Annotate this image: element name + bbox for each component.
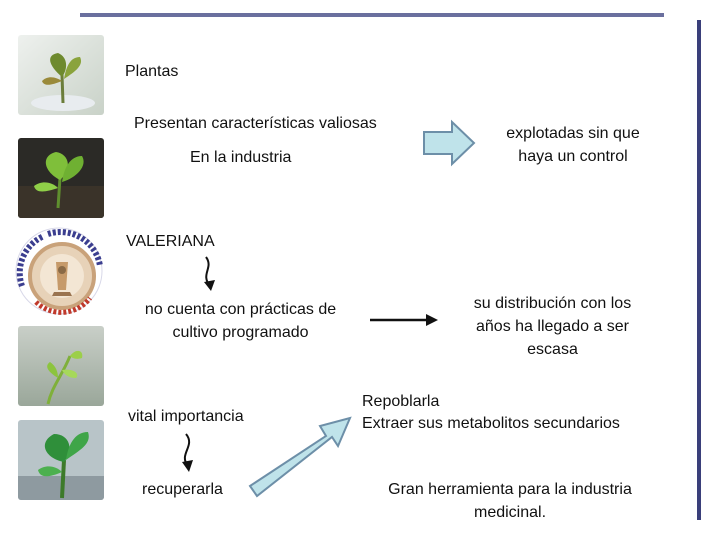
text-vital-importance: vital importancia <box>128 408 244 425</box>
block-arrow-right-icon <box>423 119 476 167</box>
right-side-bar <box>697 20 701 520</box>
text-distribution: su distribución con los años ha llegado … <box>473 295 632 358</box>
text-recuperarla: recuperarla <box>142 481 223 498</box>
heading-valeriana: VALERIANA <box>126 233 215 250</box>
text-characteristics: Presentan características valiosas <box>134 115 377 132</box>
plant-photo-3 <box>18 326 104 406</box>
text-no-practices: no cuenta con prácticas de cultivo progr… <box>144 301 337 341</box>
curved-arrow-down-icon-2 <box>182 433 193 472</box>
biotech-logo <box>14 226 104 316</box>
text-great-tool: Gran herramienta para la industria medic… <box>388 481 632 521</box>
title-plantas: Plantas <box>125 63 179 80</box>
plant-photo-1 <box>18 35 104 115</box>
text-repoblarla: Repoblarla <box>362 393 440 410</box>
text-exploited: explotadas sin que haya un control <box>506 125 640 165</box>
plant-photo-4 <box>18 420 104 500</box>
curved-arrow-down-icon <box>204 256 215 291</box>
text-extract-metabolites: Extraer sus metabolitos secundarios <box>362 415 620 432</box>
thin-arrow-right-icon <box>370 314 438 326</box>
top-accent-bar <box>80 13 664 17</box>
plant-photo-2 <box>18 138 104 218</box>
text-industry: En la industria <box>190 149 292 166</box>
block-arrow-diagonal-icon <box>248 416 352 498</box>
